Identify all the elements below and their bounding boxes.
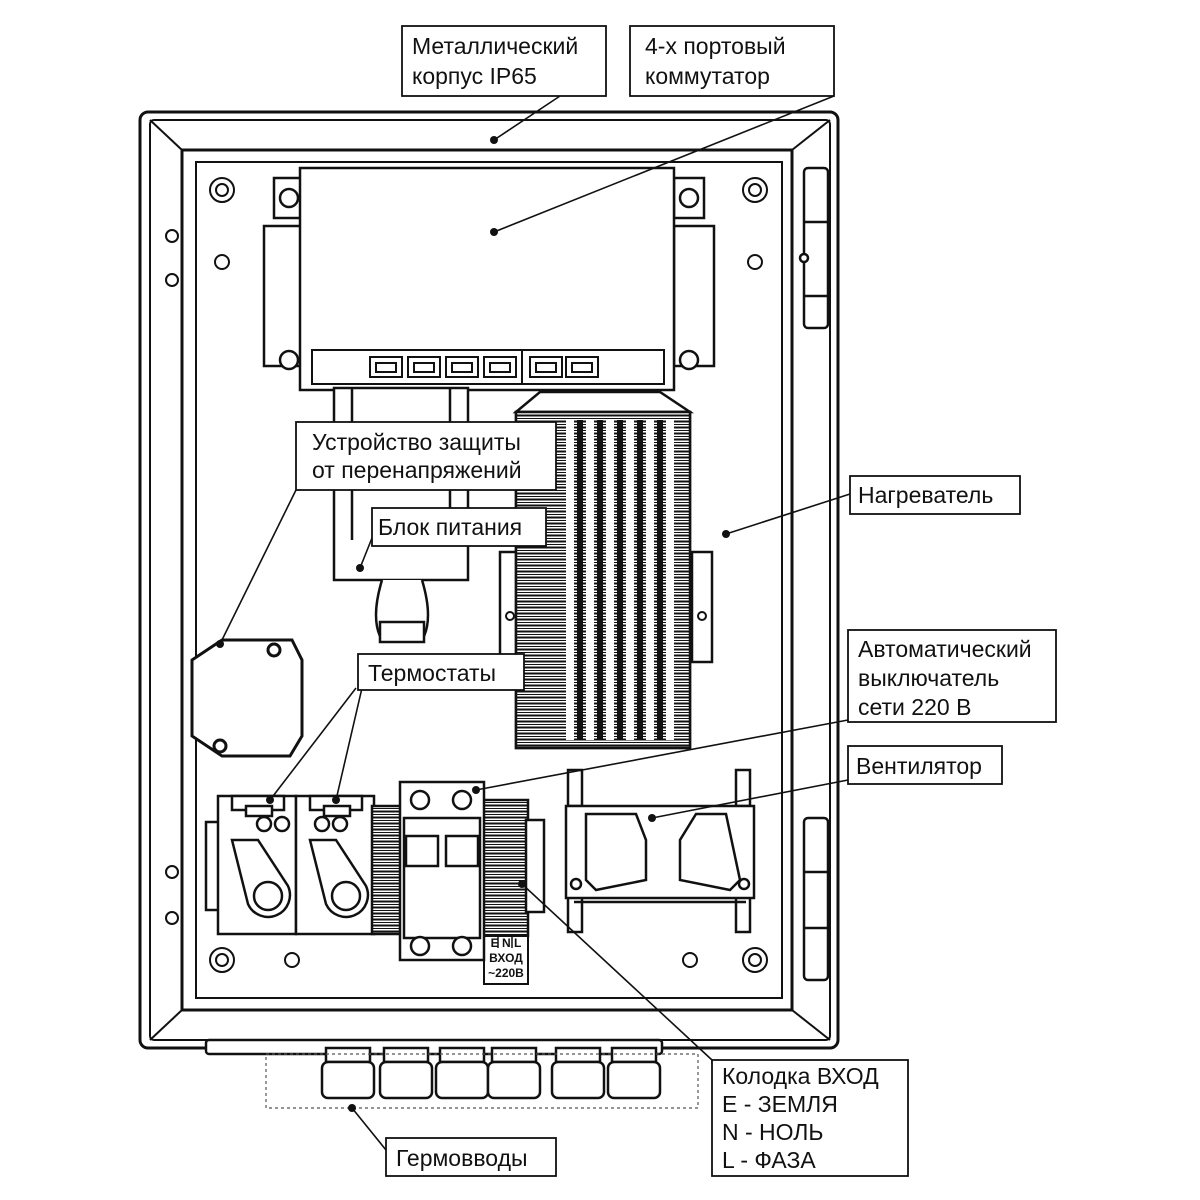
callout-glands-text: Гермовводы <box>396 1145 528 1171</box>
glands-zone-outline <box>265 1053 699 1109</box>
callout-fan: Вентилятор <box>847 745 1003 785</box>
callout-surge-line1: Устройство защиты <box>312 429 521 455</box>
callout-switch-line1: 4-х портовый <box>645 33 786 59</box>
thermostat-right <box>294 794 376 936</box>
callout-thermostats-text: Термостаты <box>368 660 496 686</box>
callout-psu: Блок питания <box>371 507 547 547</box>
terminal-marking-letters: E N L <box>491 936 522 950</box>
heater <box>498 390 714 750</box>
thermostat-left <box>204 794 298 936</box>
leader-dots <box>216 136 730 1112</box>
callout-heater: Нагреватель <box>849 475 1021 515</box>
callout-breaker: Автоматический выключатель сети 220 В <box>847 629 1057 723</box>
callout-heater-text: Нагреватель <box>858 482 993 508</box>
callout-enclosure-line2: корпус IP65 <box>412 63 537 89</box>
callout-surge: Устройство защиты от перенапряжений <box>295 421 557 491</box>
callout-psu-text: Блок питания <box>378 514 522 540</box>
callout-surge-line2: от перенапряжений <box>312 457 522 483</box>
door-hinge-bottom <box>802 816 830 982</box>
panel-mount-screws <box>209 177 768 973</box>
rj45-ports <box>369 356 599 378</box>
callout-terminal-line3: N - НОЛЬ <box>722 1119 823 1145</box>
callout-fan-text: Вентилятор <box>856 753 982 779</box>
callout-breaker-line2: выключатель <box>858 665 999 691</box>
callout-enclosure-line1: Металлический <box>412 33 578 59</box>
callout-terminal-block: Колодка ВХОД E - ЗЕМЛЯ N - НОЛЬ L - ФАЗА <box>711 1059 909 1177</box>
callout-breaker-line3: сети 220 В <box>858 694 971 720</box>
terminal-marking-voltage: ~220В <box>488 966 524 980</box>
door-hinge-top <box>798 166 830 330</box>
cable-glands <box>204 1038 664 1100</box>
callout-glands: Гермовводы <box>385 1137 557 1177</box>
callout-breaker-line1: Автоматический <box>858 636 1032 662</box>
circuit-breaker <box>398 780 486 962</box>
callout-enclosure: Металлический корпус IP65 <box>401 25 607 97</box>
callout-terminal-line4: L - ФАЗА <box>722 1147 816 1173</box>
callout-terminal-line2: E - ЗЕМЛЯ <box>722 1091 838 1117</box>
fan <box>564 768 756 934</box>
callout-thermostats: Термостаты <box>357 653 525 691</box>
callout-switch-line2: коммутатор <box>645 63 770 89</box>
callout-terminal-line1: Колодка ВХОД <box>722 1063 879 1089</box>
terminal-marking-input: ВХОД <box>489 951 523 965</box>
leader-lines <box>219 95 851 1151</box>
callout-switch: 4-х портовый коммутатор <box>629 25 835 97</box>
enclosure-side-holes <box>165 229 179 925</box>
surge-protector <box>190 638 304 758</box>
